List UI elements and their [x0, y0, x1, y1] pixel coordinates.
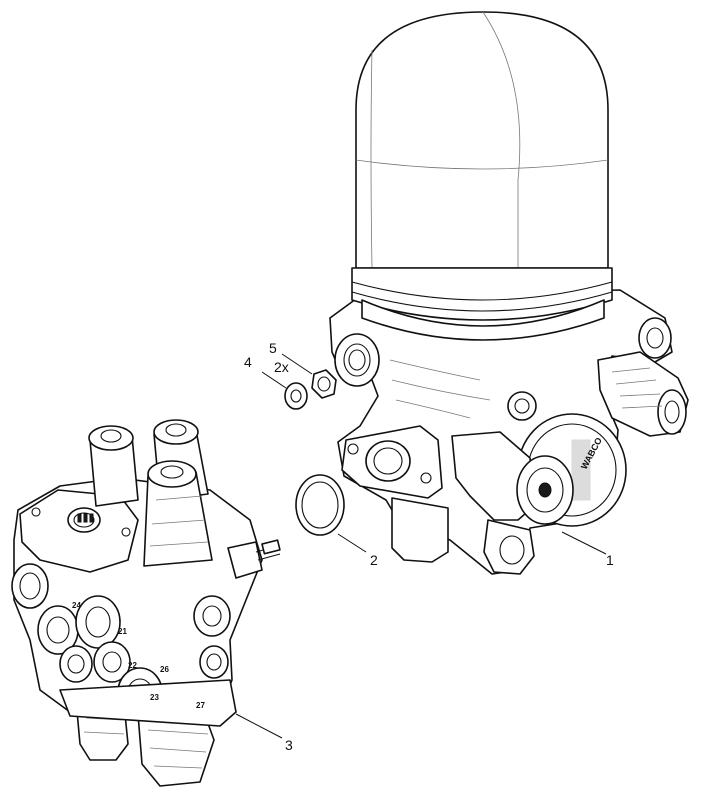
leader-line-4 — [261, 371, 287, 389]
callout-5-quantity: 2x — [274, 359, 289, 375]
callout-1: 1 — [606, 552, 614, 568]
port-label-22: 22 — [128, 661, 137, 670]
sealing-ring — [295, 474, 345, 536]
port-label-24: 24 — [72, 601, 81, 610]
leader-line-3 — [235, 713, 283, 739]
port-label-26: 26 — [160, 665, 169, 674]
leader-line-2 — [337, 533, 367, 553]
callout-3: 3 — [285, 737, 293, 753]
callout-4: 4 — [244, 354, 252, 370]
hex-nut — [311, 369, 337, 399]
air-dryer-assembly — [329, 11, 689, 575]
callout-2: 2 — [370, 552, 378, 568]
port-label-27: 27 — [196, 701, 205, 710]
callout-5: 5 — [269, 340, 277, 356]
leader-line-1 — [561, 531, 607, 555]
washer — [284, 382, 308, 410]
port-label-23: 23 — [150, 693, 159, 702]
port-label-21: 21 — [118, 627, 127, 636]
leader-line-5 — [281, 353, 313, 375]
protection-valve-assembly — [11, 419, 281, 787]
